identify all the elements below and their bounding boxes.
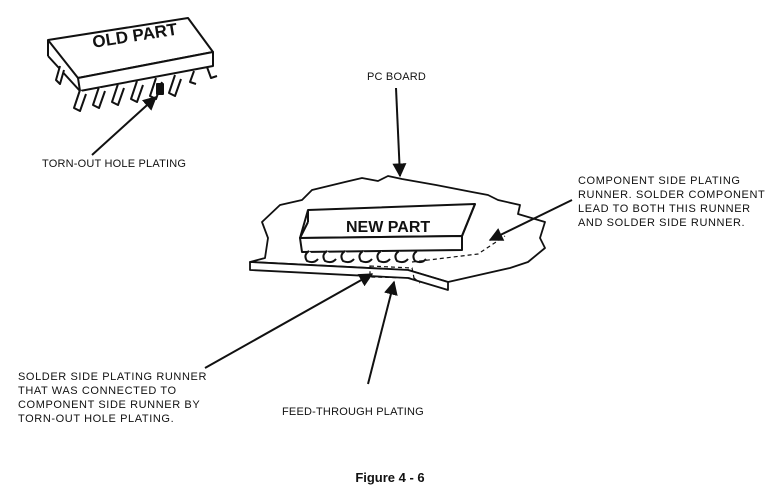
- component-side-runner-label: COMPONENT SIDE PLATING RUNNER. SOLDER CO…: [578, 174, 765, 230]
- solder-side-runner-label: SOLDER SIDE PLATING RUNNER THAT WAS CONN…: [18, 370, 207, 426]
- new-part-label: NEW PART: [346, 219, 430, 236]
- arrow-torn-out: [91, 96, 158, 156]
- solder-side-line-4: TORN-OUT HOLE PLATING.: [18, 413, 175, 425]
- solder-side-line-3: COMPONENT SIDE RUNNER BY: [18, 399, 201, 411]
- new-part-chip: [299, 203, 476, 264]
- arrow-component-side: [488, 199, 573, 241]
- figure-caption: Figure 4 - 6: [355, 470, 425, 485]
- component-side-line-1: COMPONENT SIDE PLATING: [578, 175, 741, 187]
- arrow-feed-through: [367, 280, 398, 385]
- component-side-line-2: RUNNER. SOLDER COMPONENT: [578, 189, 766, 201]
- torn-out-hole-plating-label: TORN-OUT HOLE PLATING: [42, 158, 187, 170]
- component-side-line-3: LEAD TO BOTH THIS RUNNER: [578, 203, 751, 215]
- pc-board-label: PC BOARD: [367, 71, 427, 83]
- component-side-line-4: AND SOLDER SIDE RUNNER.: [578, 217, 746, 229]
- feed-through-plating-label: FEED-THROUGH PLATING: [282, 406, 424, 418]
- solder-side-line-2: THAT WAS CONNECTED TO: [18, 385, 177, 397]
- arrow-pc-board: [392, 87, 407, 178]
- old-part-chip: [47, 17, 218, 112]
- solder-side-line-1: SOLDER SIDE PLATING RUNNER: [18, 371, 207, 383]
- arrow-solder-side: [204, 273, 374, 369]
